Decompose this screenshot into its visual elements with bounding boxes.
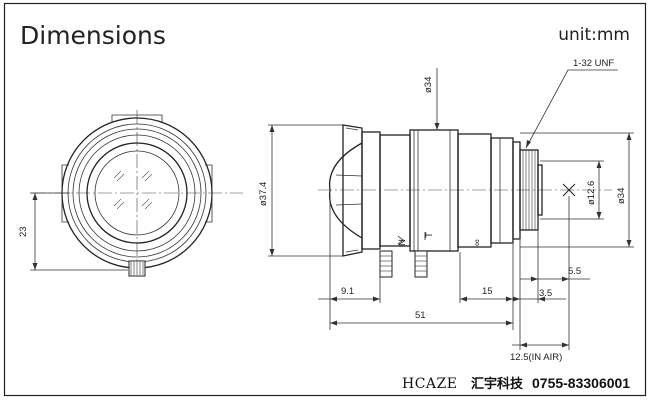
company-name: 汇宇科技 <box>471 376 524 392</box>
dim-51-label: 51 <box>415 310 426 321</box>
diameter-right-label: ø34 <box>616 188 627 204</box>
footer-branding: HCAZE 汇宇科技 0755-83306001 <box>402 375 630 392</box>
unit-label: unit:mm <box>558 25 630 45</box>
side-view: N T ∞ ø34 ø37.4 1-32 UNF ø12.6 ø34 <box>258 58 634 363</box>
dim-5-5-label: 5.5 <box>568 266 581 277</box>
phone-number: 0755-83306001 <box>532 375 630 391</box>
dim-3-5-label: 3.5 <box>539 288 552 299</box>
brand-logo: HCAZE <box>402 376 457 392</box>
dim-9-1-label: 9.1 <box>341 286 354 297</box>
front-height-label: 23 <box>18 226 29 237</box>
drawing-border <box>3 2 647 397</box>
focus-mark-n: N <box>397 239 408 246</box>
dim-15-label: 15 <box>482 286 493 297</box>
diameter-top-label: ø34 <box>423 77 434 93</box>
diameter-left-label: ø37.4 <box>258 182 269 206</box>
drawing-title: Dimensions <box>20 21 166 50</box>
dim-12-5-label: 12.5(IN AIR) <box>510 352 562 363</box>
thread-label: 1-32 UNF <box>573 58 614 69</box>
focus-mark-infinity: ∞ <box>472 239 483 246</box>
focus-mark-t: T <box>424 232 435 238</box>
front-view: 23 <box>18 110 243 277</box>
diameter-inner-label: ø12.6 <box>586 181 597 205</box>
